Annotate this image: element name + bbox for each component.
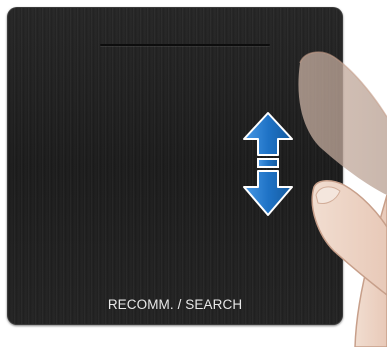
touchpad-top-groove bbox=[100, 44, 270, 46]
two-finger-hand-icon bbox=[270, 45, 387, 347]
